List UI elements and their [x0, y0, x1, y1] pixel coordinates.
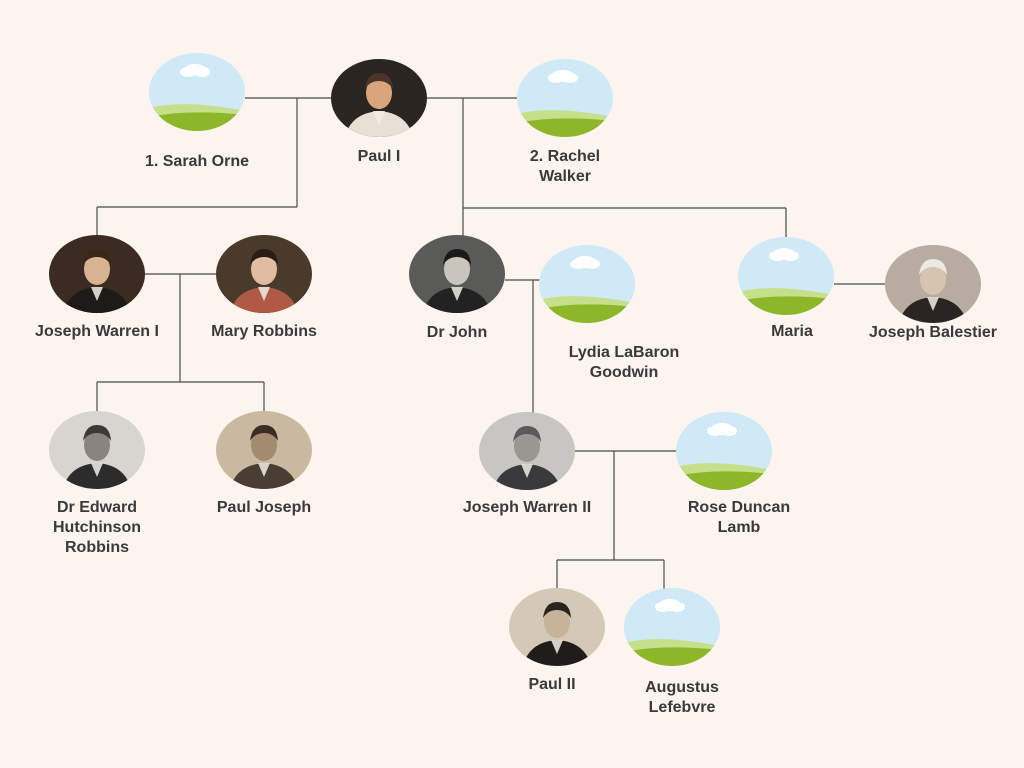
person-name: Paul II — [528, 676, 576, 693]
person-name: Maria — [771, 323, 813, 340]
portrait-photo — [49, 235, 145, 313]
person-name: Mary Robbins — [211, 323, 317, 340]
placeholder-landscape-icon — [738, 237, 834, 315]
placeholder-landscape-icon — [539, 245, 635, 323]
person-name: Paul Joseph — [216, 499, 312, 516]
placeholder-landscape-icon — [149, 53, 245, 131]
portrait-photo — [509, 588, 605, 666]
person-name: Augustus Lefebvre — [645, 679, 719, 716]
person-name: 2. Rachel Walker — [529, 148, 601, 185]
person-name: Joseph Warren II — [462, 499, 592, 516]
person-name: Lydia LaBaron Goodwin — [568, 344, 680, 381]
placeholder-landscape-icon — [624, 588, 720, 666]
person-name: 1. Sarah Orne — [144, 153, 250, 170]
person-name: Dr John — [426, 324, 488, 341]
portrait-photo — [409, 235, 505, 313]
portrait-photo — [216, 411, 312, 489]
person-name: Joseph Warren I — [35, 323, 159, 340]
person-name: Dr Edward Hutchinson Robbins — [53, 499, 141, 556]
portrait-photo — [885, 245, 981, 323]
person-name: Paul I — [357, 148, 401, 165]
portrait-photo — [479, 412, 575, 490]
portrait-photo — [49, 411, 145, 489]
person-name: Rose Duncan Lamb — [687, 499, 791, 536]
portrait-photo — [331, 59, 427, 137]
portrait-photo — [216, 235, 312, 313]
placeholder-landscape-icon — [676, 412, 772, 490]
placeholder-landscape-icon — [517, 59, 613, 137]
person-name: Joseph Balestier — [868, 324, 998, 341]
